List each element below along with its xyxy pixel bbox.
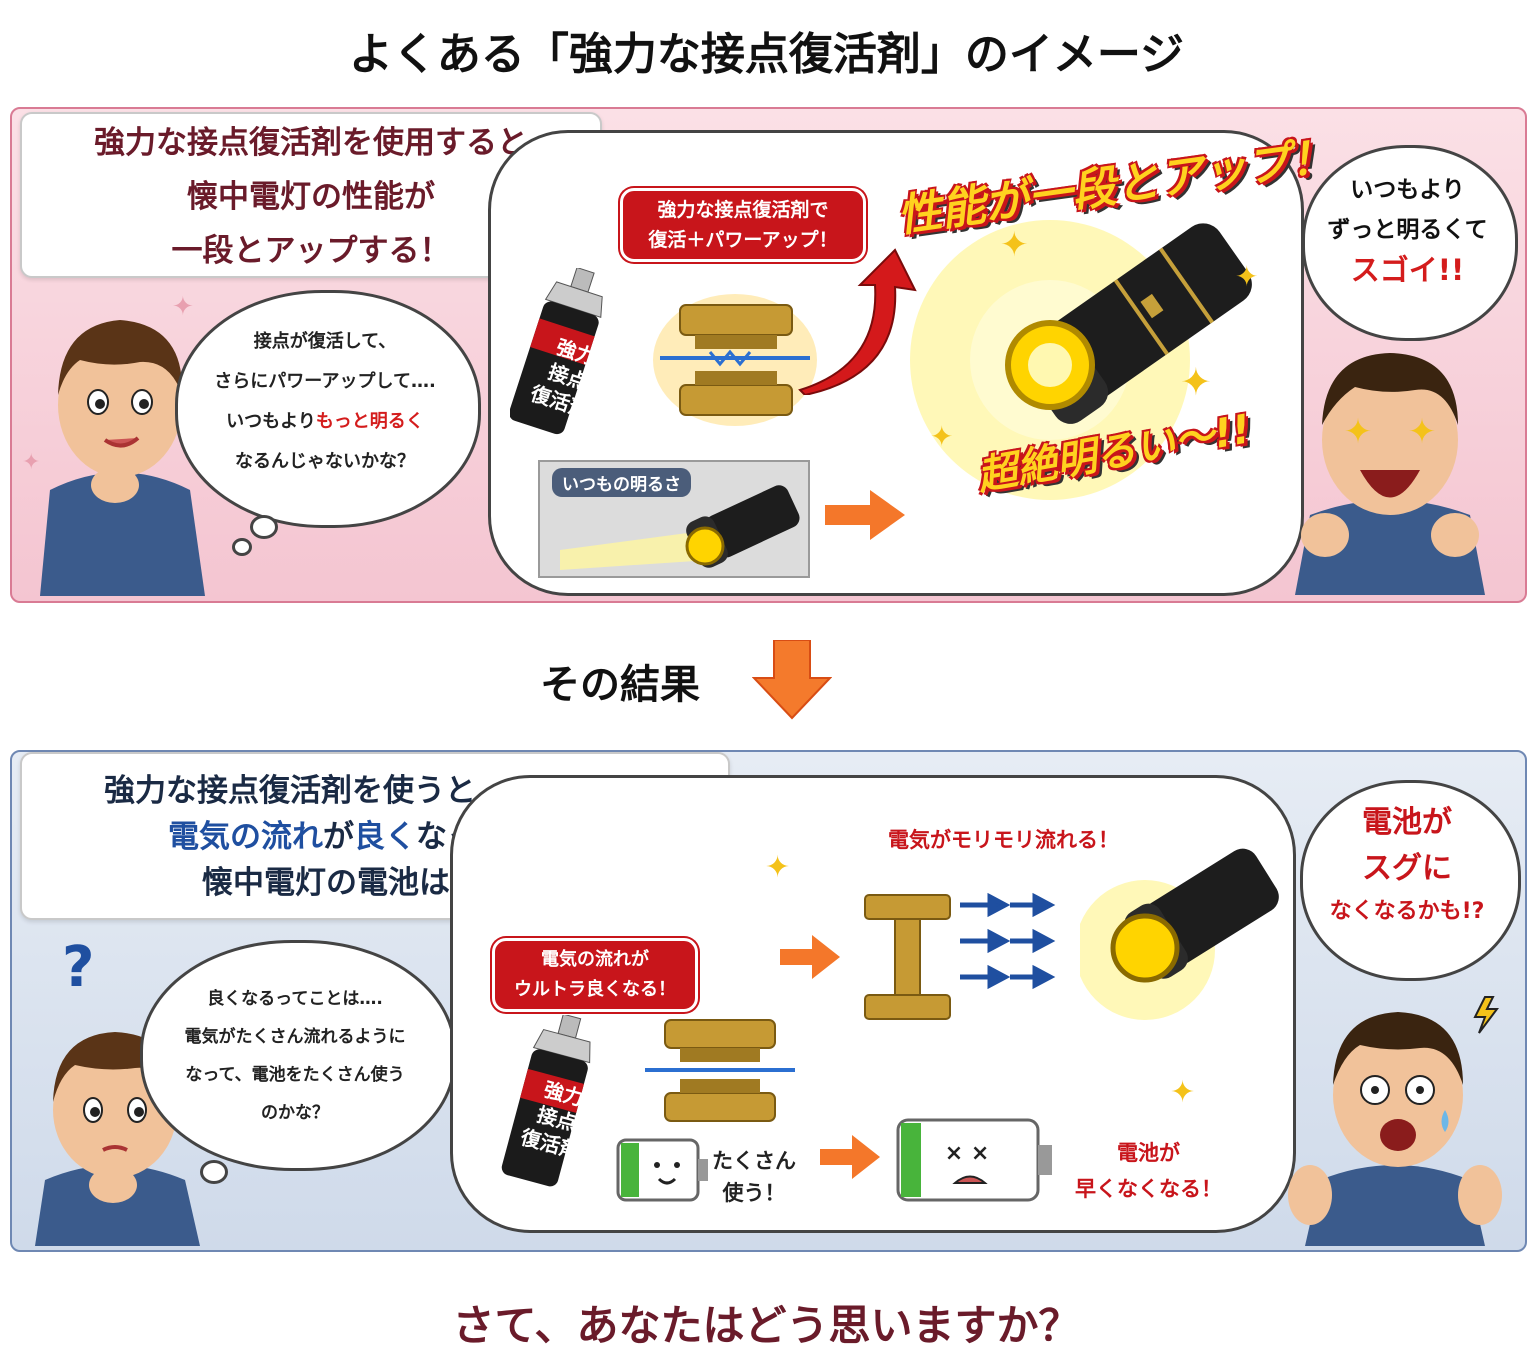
bottom-headline-line-2: 電気の流れが良くなって (168, 819, 507, 855)
thought-line: のかな？ (261, 1103, 329, 1123)
shocked-man-illustration (1288, 1012, 1502, 1246)
svg-text:× ×: × × (945, 1141, 990, 1166)
thought-dot (250, 515, 278, 539)
sparkle-icon: ✦ (1000, 225, 1029, 265)
bottom-thought-text: 良くなるってことは…. 電気がたくさん流れるように なって、電池をたくさん使う … (150, 980, 440, 1132)
closing-question: さて、あなたはどう思いますか？ (452, 1301, 1081, 1350)
thought-line: なるんじゃないかな？ (235, 451, 415, 472)
conductor-flow-icon (864, 892, 1056, 1020)
top-right-bubble (1302, 145, 1518, 341)
bright-flashlight-icon (1080, 848, 1279, 1020)
usual-brightness-label: いつもの明るさ (552, 468, 691, 497)
orange-right-arrow-icon (820, 1135, 880, 1179)
dim-flashlight-icon (560, 485, 800, 570)
sparkle-icon: ✦ (1235, 260, 1259, 293)
sparkle-icon: ✦ (1170, 1075, 1196, 1110)
sparkle-icon: ✦ (172, 292, 194, 322)
sparkle-icon: ✦ (765, 850, 791, 885)
contact-plates-icon (653, 294, 817, 426)
flow-label: 電気がモリモリ流れる！ (888, 828, 1119, 852)
orange-right-arrow-icon (825, 490, 905, 540)
orange-right-arrow-icon (780, 935, 840, 979)
thought-line: さらにパワーアップして…. (214, 371, 436, 392)
thought-dot (200, 1160, 228, 1184)
thinking-man-illustration (40, 320, 205, 596)
top-right-bubble-text: いつもより ずっと明るくて スゴイ!! (1327, 177, 1488, 287)
sparkle-icon: ✦ (22, 450, 41, 475)
top-spray-tag: 強力な接点復活剤で 復活＋パワーアップ！ (620, 188, 866, 262)
top-headline-box: 強力な接点復活剤を使用すると 懐中電灯の性能が 一段とアップする！ (20, 112, 602, 278)
thought-line: いつもよりもっと明るく (226, 411, 424, 432)
spray-can-icon (501, 1015, 591, 1187)
drain-label: 電池が 早くなくなる！ (1075, 1141, 1222, 1201)
thought-emphasis: もっと明るく (315, 411, 424, 432)
lightning-icon (1473, 996, 1499, 1034)
sparkle-icon: ✦ (930, 420, 954, 453)
top-thought-bubble (175, 290, 481, 528)
question-mark-icon: ? (62, 935, 95, 1000)
bottom-thought-bubble (140, 940, 456, 1171)
thought-line: なって、電池をたくさん使う (185, 1065, 405, 1085)
red-up-arrow-icon (798, 248, 917, 395)
usual-brightness-box: いつもの明るさ (538, 460, 810, 578)
bright-flashlight-icon (910, 220, 1252, 500)
spray-can-icon (510, 268, 603, 435)
svg-text:✦: ✦ (1344, 412, 1373, 452)
excited-man-illustration: ✦ ✦ (1295, 353, 1485, 595)
bottom-headline-line-1: 強力な接点復活剤を使うと (104, 773, 476, 809)
thought-line: 接点が復活して、 (253, 331, 397, 352)
top-thought-text: 接点が復活して、 さらにパワーアップして…. いつもよりもっと明るく なるんじゃ… (185, 322, 465, 482)
battery-drained-icon: × × (896, 1118, 1052, 1202)
thought-line: 電気がたくさん流れるように (184, 1027, 406, 1047)
svg-text:✦: ✦ (1408, 412, 1437, 452)
orange-down-arrow-icon (752, 640, 832, 720)
result-label: その結果 (540, 662, 700, 708)
bottom-right-bubble-text: 電池が スグに なくなるかも!? (1329, 805, 1485, 924)
contact-plates-icon (645, 1019, 795, 1122)
bottom-spray-tag: 電気の流れが ウルトラ良くなる！ (492, 938, 698, 1012)
bottom-right-bubble (1300, 780, 1521, 981)
battery-happy-icon (616, 1138, 708, 1202)
thought-dot (232, 538, 252, 556)
top-headline-line-1: 強力な接点復活剤を使用すると (94, 125, 528, 161)
top-headline-line-3: 一段とアップする！ (171, 233, 451, 269)
page-title: よくある「強力な接点復活剤」のイメージ (348, 29, 1185, 80)
use-label: たくさん 使う！ (712, 1149, 796, 1205)
thought-line: 良くなるってことは…. (207, 989, 383, 1009)
top-headline-line-2: 懐中電灯の性能が (187, 179, 435, 215)
sparkle-icon: ✦ (1180, 360, 1212, 404)
